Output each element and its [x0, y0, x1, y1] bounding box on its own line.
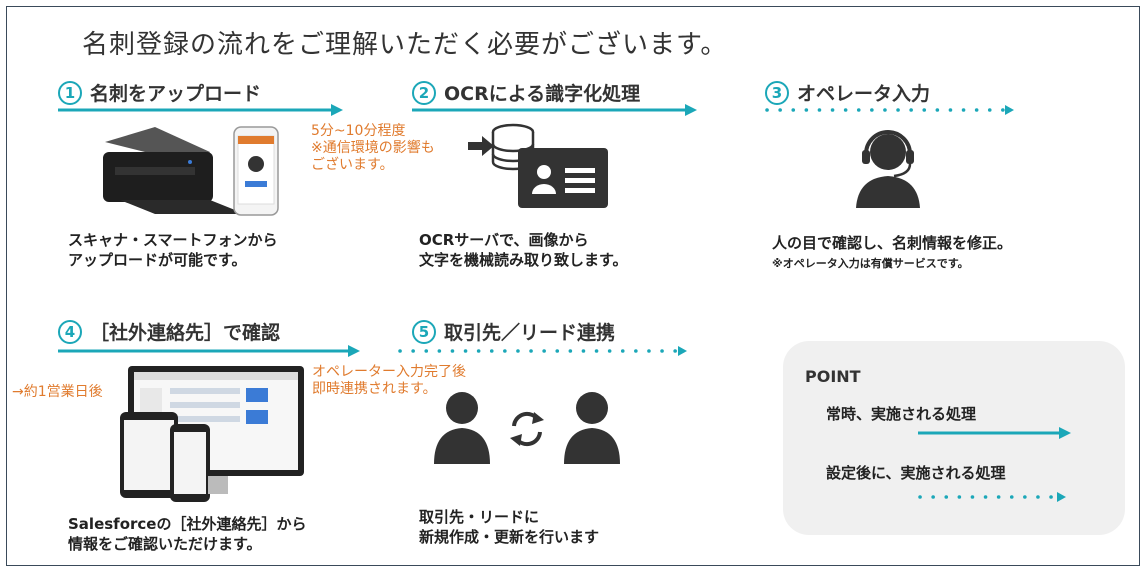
page-title: 名刺登録の流れをご理解いただく必要がございます。: [82, 30, 728, 60]
step-1-solid-arrow: [58, 104, 343, 116]
step-4-solid-arrow: [58, 345, 360, 357]
point-legend-box: [783, 341, 1125, 535]
legend-after-label: 設定後に、実施される処理: [826, 464, 1006, 482]
scanner-icon: [103, 127, 245, 214]
sync-timing-note: オペレーター入力完了後 即時連携されます。: [312, 364, 466, 397]
step-1-heading: 1 名刺をアップロード: [58, 79, 261, 106]
step-3-heading: 3 オペレータ入力: [765, 79, 930, 106]
devices-icon: [120, 366, 304, 502]
step-4-label: ［社外連絡先］で確認: [90, 322, 281, 344]
step-1-label: 名刺をアップロード: [90, 83, 262, 105]
step-2-heading: 2 OCRによる識字化処理: [412, 79, 640, 106]
point-title: POINT: [805, 367, 861, 386]
step-3-description: 人の目で確認し、名刺情報を修正。: [772, 234, 1013, 252]
step-3-paid-note: ※オペレータ入力は有償サービスです。: [772, 257, 969, 270]
legend-solid-arrow: [918, 427, 1071, 439]
business-day-note: →約1営業日後: [12, 384, 103, 400]
step-4-description: Salesforceの［社外連絡先］から 情報をご確認いただけます。: [68, 515, 307, 553]
step-5-number: 5: [412, 319, 436, 344]
step-3-label: オペレータ入力: [797, 83, 931, 105]
step-1-number: 1: [58, 80, 82, 105]
legend-dotted-arrow: [918, 492, 1066, 502]
step-1-description: スキャナ・スマートフォンから アップロードが可能です。: [68, 231, 278, 269]
step-5-description: 取引先・リードに 新規作成・更新を行います: [419, 508, 600, 546]
ocr-time-note: 5分~10分程度 ※通信環境の影響も ございます。: [311, 123, 435, 173]
step-5-heading: 5 取引先／リード連携: [412, 318, 615, 345]
legend-always-label: 常時、実施される処理: [826, 405, 977, 423]
step-4-number: 4: [58, 319, 82, 344]
ocr-card-icon: [468, 123, 608, 208]
sync-people-icon: [434, 392, 620, 464]
step-5-label: 取引先／リード連携: [444, 322, 616, 344]
operator-headset-icon: [856, 130, 920, 208]
step-2-description: OCRサーバで、画像から 文字を機械読み取り致します。: [419, 231, 628, 269]
step-2-label: OCRによる識字化処理: [444, 83, 641, 105]
step-2-solid-arrow: [412, 104, 697, 116]
step-3-number: 3: [765, 80, 789, 105]
step-5-dotted-arrow: [398, 346, 687, 356]
step-3-dotted-arrow: [765, 105, 1014, 115]
step-4-heading: 4 ［社外連絡先］で確認: [58, 318, 280, 345]
step-2-number: 2: [412, 80, 436, 105]
smartphone-icon: [233, 126, 279, 216]
